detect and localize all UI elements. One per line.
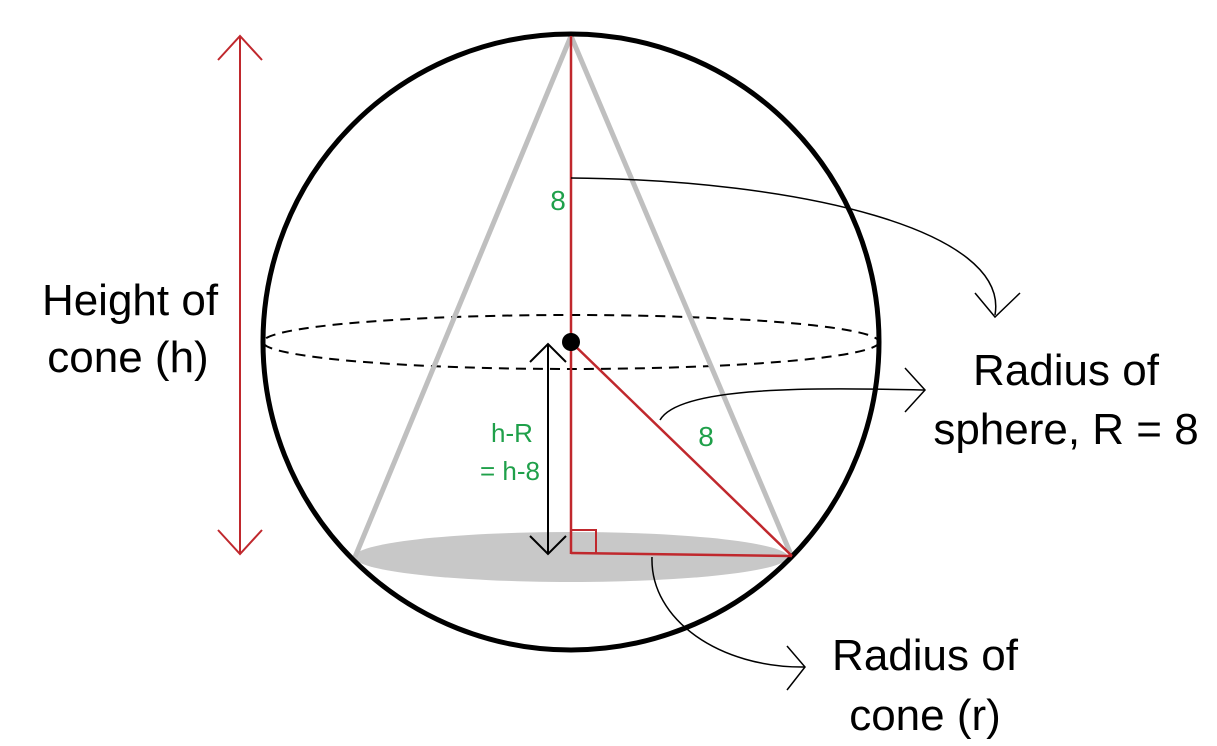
h-minus-8-label: = h-8 (480, 456, 540, 486)
slant-callout-arrow (659, 367, 927, 421)
h-minus-r-label: h-R (491, 418, 533, 448)
sphere-radius-line (570, 341, 793, 557)
right-angle-marker (571, 529, 597, 554)
cone-base (354, 532, 788, 582)
sphere-radius-label-line2: sphere, R = 8 (933, 405, 1198, 454)
cone-radius-label-line1: Radius of (832, 631, 1019, 680)
cone-radius-line (570, 551, 793, 558)
h-minus-r-arrow (529, 342, 567, 556)
height-label-line2: cone (h) (47, 333, 208, 382)
sphere-radius-callout-arrow (570, 177, 1021, 319)
cone-right-side (568, 35, 795, 558)
cone-radius-callout-arrow (651, 556, 806, 691)
height-arrow (217, 34, 263, 556)
sphere-center-dot (562, 333, 580, 351)
cone-left-side (352, 35, 574, 558)
cone-radius-label-line2: cone (r) (849, 691, 1001, 740)
slant-segment-label: 8 (698, 421, 714, 452)
height-label-line1: Height of (42, 276, 219, 325)
sphere-radius-label-line1: Radius of (973, 346, 1160, 395)
top-segment-label: 8 (550, 185, 566, 216)
sphere-outline (260, 31, 882, 653)
